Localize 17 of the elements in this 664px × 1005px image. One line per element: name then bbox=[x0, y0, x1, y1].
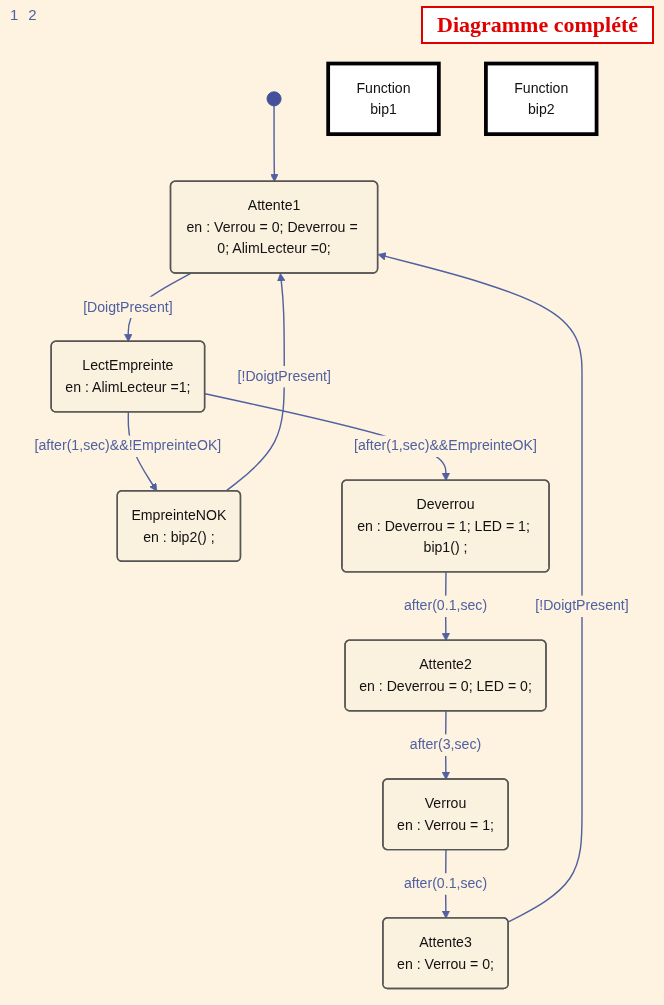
priority-number: 2 bbox=[28, 6, 37, 23]
edge-label: [!DoigtPresent] bbox=[237, 367, 332, 384]
edge-label: after(0.1,sec) bbox=[404, 597, 488, 614]
edge-label: [DoigtPresent] bbox=[83, 298, 174, 315]
edge-label: [!DoigtPresent] bbox=[535, 597, 630, 614]
arrow bbox=[270, 105, 279, 183]
title: Diagramme complété bbox=[421, 6, 654, 44]
node-circle bbox=[266, 91, 282, 107]
node-box: Function bip1 bbox=[326, 61, 442, 137]
node-box: Function bip2 bbox=[484, 61, 599, 137]
arrow bbox=[378, 252, 584, 923]
arrow bbox=[225, 273, 286, 492]
edge-label: after(3,sec) bbox=[410, 736, 482, 753]
priority-number: 1 bbox=[10, 6, 19, 23]
edge-label: [after(1,sec)&&!EmpreinteOK] bbox=[34, 437, 222, 454]
edge-label: after(0.1,sec) bbox=[404, 875, 488, 892]
edge-label: [after(1,sec)&&EmpreinteOK] bbox=[354, 437, 538, 454]
